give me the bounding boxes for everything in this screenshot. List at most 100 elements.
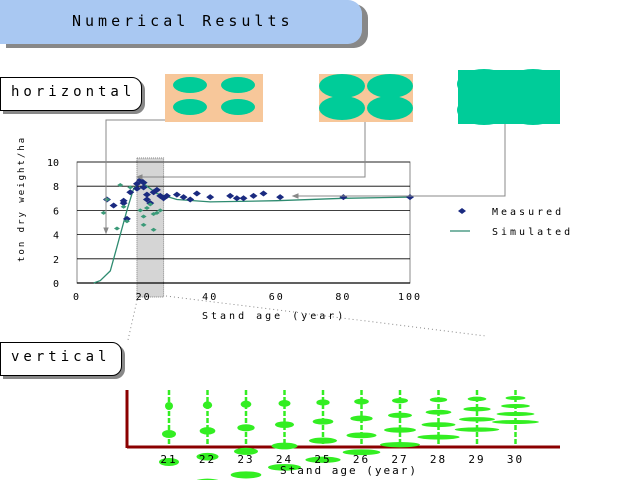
measured-point-11	[142, 191, 151, 198]
measured-point-9	[139, 179, 148, 186]
legend-simulated-label: Simulated	[492, 227, 573, 238]
crown-layer-24-2	[271, 442, 298, 450]
connector-sparse	[105, 119, 165, 230]
vertical-label-box: vertical	[0, 342, 122, 376]
crown-layer-27-3	[380, 442, 420, 448]
measured-point-23	[206, 194, 215, 201]
crown-layer-29-1	[463, 406, 491, 412]
tree-profile-23	[230, 390, 262, 479]
green-point-9	[143, 205, 150, 210]
crown-layer-29-2	[459, 417, 495, 422]
crown-layer-22-1	[199, 427, 216, 435]
canopy-tile-sparse	[165, 74, 263, 122]
crown-layer-27-2	[384, 427, 416, 433]
crown-layer-21-0	[165, 402, 173, 410]
green-point-3	[117, 182, 124, 187]
crown-layer-25-2	[309, 437, 337, 444]
tree-profile-28	[417, 390, 460, 446]
tree-profile-27	[380, 390, 420, 448]
legend: Measured Simulated	[450, 207, 573, 238]
crown-layer-28-0	[429, 397, 448, 403]
y-tick-8: 8	[53, 182, 59, 193]
crown-layer-30-1	[501, 404, 530, 408]
x-tick-100: 100	[398, 292, 422, 303]
y-tick-labels: 0 2 4 6 8 10	[47, 158, 59, 290]
measured-point-18	[162, 192, 171, 199]
crown-layer-23-0	[240, 400, 252, 408]
age-label-26: 26	[353, 453, 370, 466]
age-label-28: 28	[430, 453, 447, 466]
crown-layer-30-0	[505, 396, 526, 400]
x-tick-60: 60	[269, 292, 285, 303]
age-label-23: 23	[237, 453, 254, 466]
measured-point-6	[132, 185, 141, 192]
measured-point-28	[259, 190, 268, 197]
measured-point-26	[239, 195, 248, 202]
measured-point-5	[126, 189, 135, 196]
crown-layer-23-3	[230, 471, 262, 479]
age-label-25: 25	[314, 453, 331, 466]
crown-layer-28-2	[421, 422, 456, 428]
y-tick-10: 10	[47, 158, 59, 169]
crown-layer-21-2	[159, 458, 179, 466]
x-tick-labels: 0 20 40 60 80 100	[73, 292, 422, 303]
green-point-15	[150, 227, 157, 232]
legend-measured-marker	[458, 208, 466, 214]
measured-point-22	[192, 190, 201, 197]
tree-profile-29	[454, 390, 500, 446]
tree-profile-25	[305, 390, 341, 463]
tree-profile-24	[268, 390, 301, 471]
crown-layer-23-2	[234, 447, 258, 455]
crown-layer-28-3	[417, 434, 460, 440]
crown-layer-27-1	[388, 412, 412, 419]
y-tick-4: 4	[53, 231, 59, 242]
canopy-tile-dense	[457, 69, 560, 125]
green-point-8	[140, 214, 147, 219]
measured-points	[102, 177, 414, 222]
y-tick-0: 0	[53, 279, 59, 290]
crown-layer-22-0	[202, 401, 213, 409]
horizontal-label-box: horizontal	[0, 77, 142, 111]
crown-layer-27-0	[392, 398, 408, 404]
green-point-7	[137, 208, 144, 213]
y-tick-6: 6	[53, 206, 59, 217]
x-tick-40: 40	[202, 292, 218, 303]
crown-layer-29-0	[467, 396, 487, 402]
measured-point-19	[172, 191, 181, 198]
legend-measured-label: Measured	[492, 207, 564, 218]
canopy-tile-medium	[319, 74, 413, 122]
crown-layer-25-1	[312, 418, 334, 425]
crown-layer-25-3	[305, 456, 341, 463]
crown-layer-26-0	[354, 398, 369, 405]
tree-profile-21	[159, 390, 179, 466]
green-point-14	[140, 222, 147, 227]
measured-point-29	[276, 194, 285, 201]
green-point-2	[113, 226, 120, 231]
projection-lines	[127, 295, 487, 341]
vertical-x-label: Stand age (year)	[280, 464, 418, 477]
plot-area	[76, 161, 411, 284]
y-tick-2: 2	[53, 255, 59, 266]
age-label-27: 27	[391, 453, 408, 466]
age-label-29: 29	[468, 453, 485, 466]
green-point-5	[123, 219, 130, 224]
connector-lines	[103, 119, 506, 235]
crown-layer-25-0	[316, 399, 330, 406]
x-tick-0: 0	[73, 292, 81, 303]
connector-dense	[296, 124, 506, 197]
page-title: Numerical Results	[72, 12, 294, 30]
crown-layer-22-2	[196, 452, 219, 461]
measured-point-24	[226, 192, 235, 199]
measured-point-20	[179, 194, 188, 201]
horizontal-label: horizontal	[11, 84, 136, 100]
measured-point-21	[186, 196, 195, 203]
x-tick-80: 80	[335, 292, 351, 303]
measured-point-15	[152, 186, 161, 193]
connector-medium	[140, 122, 366, 178]
measured-point-7	[132, 180, 141, 187]
x-tick-20: 20	[136, 292, 152, 303]
age-label-30: 30	[507, 453, 524, 466]
title-banner: Numerical Results	[0, 0, 362, 44]
